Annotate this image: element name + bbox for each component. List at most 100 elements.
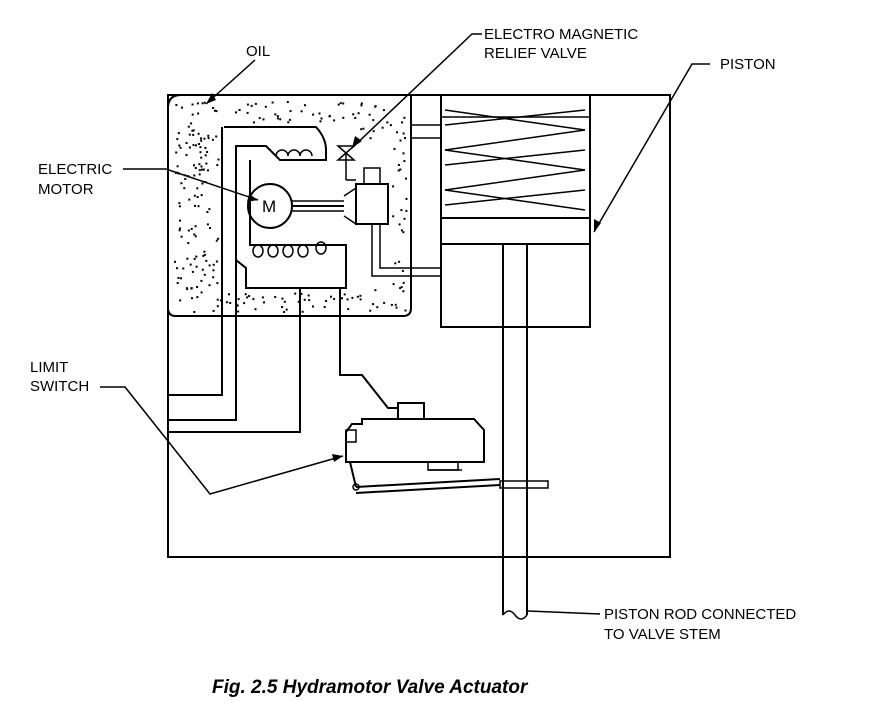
oil-dot — [206, 151, 209, 153]
motor-symbol: M — [262, 197, 276, 216]
oil-dot — [392, 185, 395, 188]
oil-dot — [193, 164, 195, 167]
oil-dot — [318, 112, 321, 115]
oil-dot — [301, 310, 304, 313]
oil-dot — [183, 187, 186, 190]
oil-dot — [212, 309, 215, 312]
oil-dot — [304, 104, 306, 107]
piston-head — [440, 217, 591, 245]
oil-dot — [191, 103, 194, 106]
oil-dot — [283, 311, 286, 313]
oil-dot — [286, 101, 289, 103]
oil-dot — [203, 253, 206, 256]
oil-dot — [175, 151, 178, 154]
oil-dot — [180, 277, 182, 280]
oil-dot — [199, 146, 202, 149]
oil-dot — [197, 112, 200, 115]
oil-dot — [203, 273, 206, 276]
oil-dot — [193, 194, 196, 197]
oil-dot — [362, 127, 365, 130]
oil-dot — [194, 235, 197, 238]
oil-dot — [181, 106, 183, 109]
oil-dot — [191, 129, 194, 132]
oil-dot — [372, 119, 375, 122]
oil-dot — [356, 295, 359, 298]
oil-dot — [219, 299, 222, 302]
pump-block — [355, 183, 389, 225]
oil-dot — [212, 276, 215, 279]
oil-dot — [402, 132, 405, 135]
oil-dot — [359, 294, 362, 297]
oil-dot — [208, 284, 211, 287]
oil-dot — [189, 263, 192, 266]
oil-dot — [341, 297, 343, 300]
oil-dot — [188, 198, 191, 201]
oil-dot — [196, 196, 199, 198]
oil-dot — [281, 297, 284, 300]
oil-dot — [254, 308, 257, 311]
oil-dot — [339, 102, 342, 105]
label-rod-2: TO VALVE STEM — [604, 626, 721, 643]
oil-dot — [216, 164, 219, 167]
oil-dot — [215, 239, 218, 242]
oil-dot — [246, 103, 249, 106]
oil-dot — [368, 113, 371, 116]
lower-coil — [252, 241, 327, 258]
oil-dot — [294, 292, 297, 295]
oil-dot — [369, 137, 372, 140]
piston-rod — [502, 244, 528, 620]
oil-dot — [216, 298, 219, 301]
label-piston: PISTON — [720, 56, 776, 73]
oil-dot — [200, 156, 203, 159]
oil-dot — [357, 112, 360, 115]
oil-dot — [204, 154, 207, 157]
label-limit-switch-1: LIMIT — [30, 359, 68, 376]
oil-dot — [404, 137, 406, 139]
oil-dot — [199, 151, 202, 154]
oil-dot — [382, 109, 385, 112]
cylinder — [440, 94, 591, 328]
oil-dot — [203, 101, 206, 104]
limit-switch — [345, 402, 549, 494]
oil-dot — [398, 260, 401, 263]
oil-dot — [360, 104, 363, 107]
oil-dot — [178, 205, 181, 208]
oil-dot — [186, 257, 189, 260]
oil-dot — [337, 103, 340, 106]
oil-dot — [360, 128, 363, 131]
label-relief-valve-2: RELIEF VALVE — [484, 45, 587, 62]
oil-dot — [274, 296, 277, 298]
oil-dot — [279, 118, 282, 121]
oil-dot — [398, 223, 401, 226]
oil-dot — [347, 308, 350, 311]
oil-dot — [200, 279, 203, 282]
oil-dot — [198, 169, 201, 172]
oil-dot — [176, 138, 179, 141]
oil-dot — [399, 287, 402, 290]
oil-dot — [287, 121, 290, 124]
oil-dot — [196, 296, 199, 299]
oil-dot — [235, 111, 237, 114]
oil-dot — [403, 160, 406, 163]
oil-dot — [201, 268, 204, 271]
oil-dot — [394, 303, 397, 306]
oil-dot — [215, 135, 218, 138]
oil-dot — [307, 294, 310, 297]
oil-dot — [217, 158, 220, 161]
oil-dot — [325, 300, 328, 302]
oil-dot — [204, 146, 207, 149]
oil-dot — [400, 209, 403, 212]
oil-dot — [201, 168, 203, 171]
oil-dot — [281, 306, 284, 308]
oil-dot — [174, 260, 176, 263]
oil-dot — [333, 119, 336, 122]
oil-dot — [178, 229, 181, 232]
oil-dot — [346, 298, 349, 301]
oil-dot — [192, 129, 195, 132]
oil-dot — [178, 202, 181, 205]
oil-dot — [250, 104, 253, 107]
oil-dot — [238, 109, 241, 111]
actuator-housing — [167, 94, 671, 558]
label-relief-valve-1: ELECTRO MAGNETIC — [484, 26, 638, 43]
oil-dot — [215, 110, 218, 113]
